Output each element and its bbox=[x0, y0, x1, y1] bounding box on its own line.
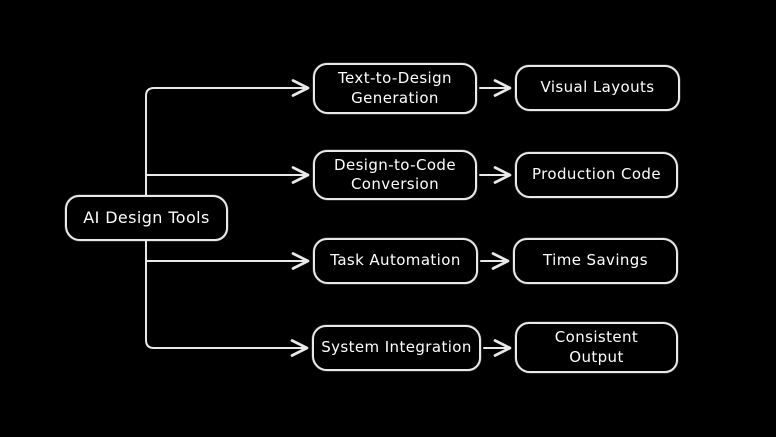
connector-root-to-feature-1 bbox=[145, 79, 310, 196]
node-time-savings[interactable]: Time Savings bbox=[513, 238, 678, 284]
node-label: System Integration bbox=[321, 338, 472, 357]
node-visual-layouts[interactable]: Visual Layouts bbox=[515, 65, 680, 111]
node-ai-design-tools[interactable]: AI Design Tools bbox=[65, 195, 228, 241]
connector-root-to-feature-4 bbox=[145, 240, 309, 357]
node-consistent-output[interactable]: Consistent Output bbox=[515, 322, 678, 373]
node-label: Visual Layouts bbox=[540, 78, 655, 97]
node-task-automation[interactable]: Task Automation bbox=[313, 238, 478, 284]
node-label: Task Automation bbox=[330, 251, 461, 270]
node-production-code[interactable]: Production Code bbox=[515, 152, 678, 198]
node-label: Production Code bbox=[532, 165, 661, 184]
node-label: Text-to-Design Generation bbox=[338, 69, 452, 107]
node-text-to-design-generation[interactable]: Text-to-Design Generation bbox=[313, 63, 477, 114]
node-label: Consistent Output bbox=[554, 328, 639, 366]
node-system-integration[interactable]: System Integration bbox=[312, 325, 481, 371]
node-label: AI Design Tools bbox=[83, 207, 210, 227]
node-label: Time Savings bbox=[543, 251, 648, 270]
node-design-to-code-conversion[interactable]: Design-to-Code Conversion bbox=[313, 150, 477, 200]
node-label: Design-to-Code Conversion bbox=[334, 155, 456, 194]
